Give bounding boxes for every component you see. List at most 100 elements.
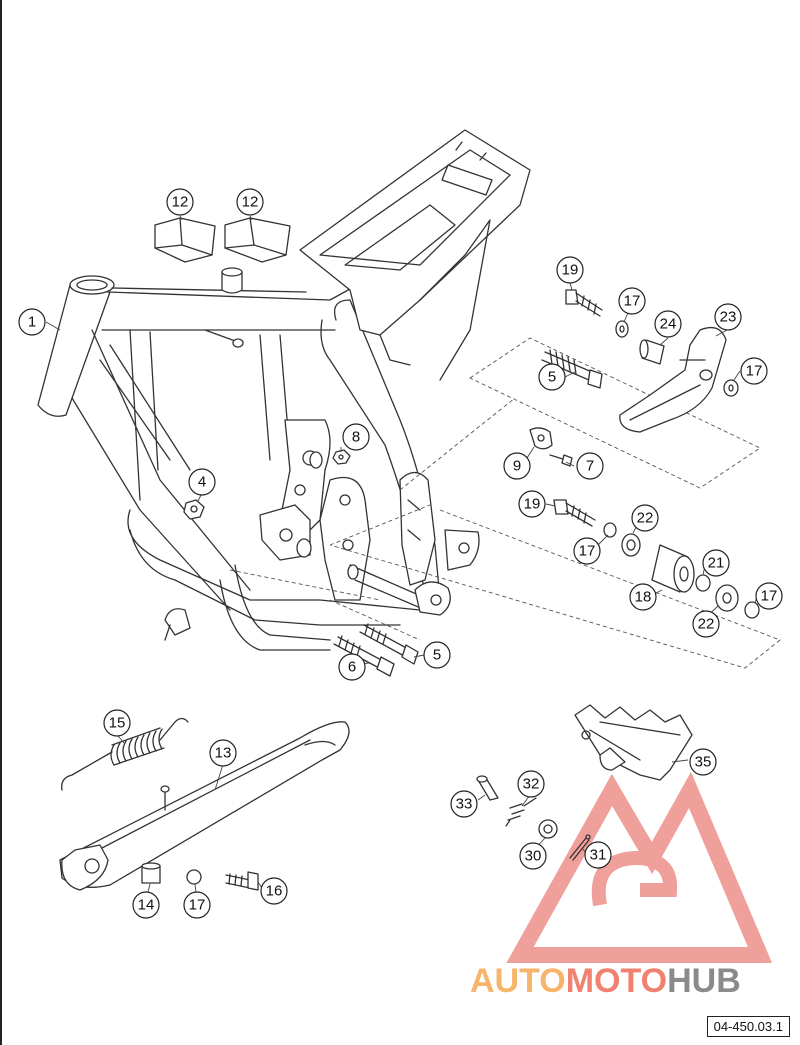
svg-text:9: 9 [513,458,521,475]
svg-text:33: 33 [456,796,473,813]
washer-17-roller [603,522,617,538]
callout-17-stand: 17 [183,891,211,919]
svg-text:15: 15 [109,715,126,732]
svg-text:1: 1 [28,314,36,331]
callout-21: 21 [702,549,730,577]
svg-text:31: 31 [590,847,607,864]
svg-text:8: 8 [352,429,360,446]
callout-19-lower: 19 [518,490,546,518]
callout-22-right: 22 [692,610,720,638]
callout-16: 16 [260,877,288,905]
callout-12-right: 12 [236,188,264,216]
bracket-pair-12 [154,217,291,263]
callout-7: 7 [576,452,604,480]
svg-text:4: 4 [198,474,206,491]
diagram-reference-code: 04-450.03.1 [706,1016,790,1037]
svg-text:14: 14 [138,897,155,914]
callout-32: 32 [517,770,545,798]
svg-text:17: 17 [189,897,206,914]
callout-30: 30 [519,842,547,870]
callout-17-upper: 17 [618,287,646,315]
callout-4: 4 [188,468,216,496]
screw-7 [549,454,573,467]
callout-12-left: 12 [166,188,194,216]
bearing-22-right [715,584,739,612]
svg-text:22: 22 [637,510,654,527]
callout-17-pedal: 17 [740,357,768,385]
callout-17-right: 17 [755,582,783,610]
svg-text:24: 24 [660,316,677,333]
spring-15 [61,717,189,791]
washer-30 [538,819,558,839]
svg-text:6: 6 [348,659,356,676]
svg-text:21: 21 [708,555,725,572]
callout-35: 35 [689,748,717,776]
pin-33 [476,775,499,801]
footrest-35 [574,704,693,781]
cotter-pin-31 [569,834,591,861]
frame-assembly [37,129,531,651]
callout-5-upper: 5 [538,363,566,391]
side-stand-13 [59,721,350,891]
callout-31: 31 [584,841,612,869]
svg-text:18: 18 [635,589,652,606]
callout-19-upper: 19 [556,256,584,284]
svg-text:12: 12 [172,194,189,211]
nut-4 [183,499,205,520]
callout-24: 24 [654,310,682,338]
bolt-19-lower [553,499,596,527]
callout-5-lower: 5 [423,641,451,669]
washer-17-pedal [723,379,739,397]
dashed-assembly-panels [229,337,781,669]
svg-text:19: 19 [524,496,541,513]
watermark-logo-icon [506,771,773,963]
bolt-16 [225,871,259,891]
svg-text:17: 17 [624,293,641,310]
svg-text:5: 5 [433,647,441,664]
bolt-19-upper [565,289,603,317]
svg-text:19: 19 [562,262,579,279]
spring-32 [505,797,537,827]
svg-text:23: 23 [720,309,737,326]
callout-1: 1 [18,308,46,336]
bolt-5-upper [541,349,603,389]
callout-33: 33 [450,790,478,818]
svg-text:7: 7 [586,458,594,475]
svg-text:17: 17 [579,543,596,560]
callout-22-left: 22 [631,504,659,532]
watermark-text: AUTOMOTOHUB [470,962,741,1000]
washer-17-upper [615,320,629,338]
svg-text:22: 22 [698,616,715,633]
callout-6: 6 [338,653,366,681]
svg-text:17: 17 [761,588,778,605]
callout-17-roller: 17 [573,537,601,565]
callout-15: 15 [103,709,131,737]
roller-18 [651,544,695,593]
callout-13: 13 [209,739,237,767]
svg-text:13: 13 [215,745,232,762]
svg-text:17: 17 [746,363,763,380]
svg-text:16: 16 [266,883,283,900]
clip-9 [529,427,553,450]
svg-text:12: 12 [242,194,259,211]
washer-17-stand [186,869,202,885]
callout-8: 8 [342,423,370,451]
page-border [0,0,2,1045]
spacer-21 [695,574,711,592]
bushing-14 [141,862,161,884]
bearing-22-left [621,533,641,557]
svg-text:35: 35 [695,754,712,771]
washer-17-right [744,601,760,619]
svg-text:30: 30 [525,848,542,865]
callout-9: 9 [503,452,531,480]
callout-18: 18 [629,583,657,611]
svg-text:32: 32 [523,776,540,793]
leader-lines [45,215,758,894]
callout-14: 14 [132,891,160,919]
bolt-5-lower [359,623,419,665]
sleeve-24 [639,339,665,365]
svg-text:5: 5 [548,369,556,386]
brake-pedal-23 [619,326,727,433]
callout-23: 23 [714,303,742,331]
